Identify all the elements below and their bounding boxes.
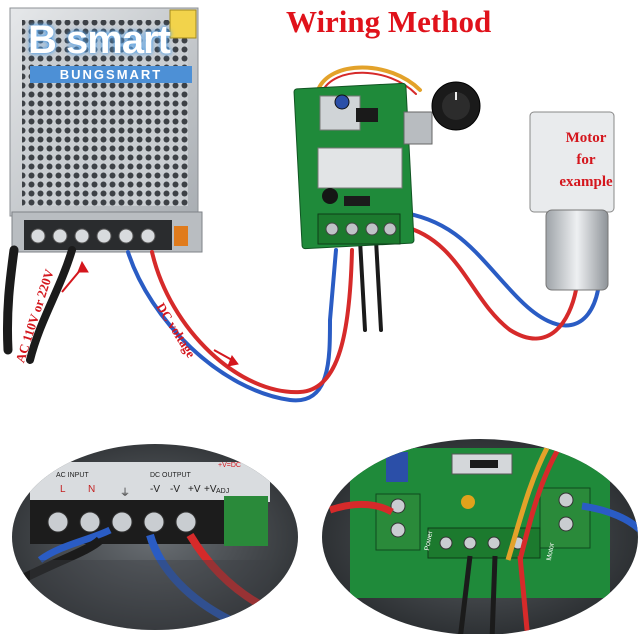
power-supply: [9, 7, 203, 253]
voltage-label: +V=DC: [218, 462, 241, 469]
ac-input-label: AC INPUT: [56, 472, 89, 479]
wires: [2, 65, 600, 403]
dc-output-label: DC OUTPUT: [150, 472, 191, 479]
terminal-n: N: [88, 484, 96, 495]
motor-label-line-3: example: [559, 174, 613, 190]
motor-label-line-1: Motor: [565, 130, 607, 146]
terminal-pos-2: +V: [204, 484, 217, 495]
terminal-neg-2: -V: [170, 484, 180, 495]
potentiometer-knob: [403, 81, 481, 145]
adj-label: ADJ: [216, 488, 230, 495]
brand-logo: B smart: [28, 18, 171, 62]
terminal-ground: ⏚: [120, 488, 130, 499]
motor-label-line-2: for: [576, 152, 596, 168]
page-title: Wiring Method: [286, 4, 492, 39]
annotation-arrows: [61, 260, 239, 367]
terminal-pos-1: +V: [188, 484, 201, 495]
brand-tagline: BUNGSMART: [30, 66, 192, 83]
terminal-neg-1: -V: [150, 484, 160, 495]
closeup-controller-terminals: [322, 439, 638, 634]
motor: [529, 111, 615, 291]
terminal-l: L: [60, 484, 66, 495]
pwm-controller-board: [293, 82, 415, 250]
motor-label: Motor for example: [546, 127, 626, 193]
